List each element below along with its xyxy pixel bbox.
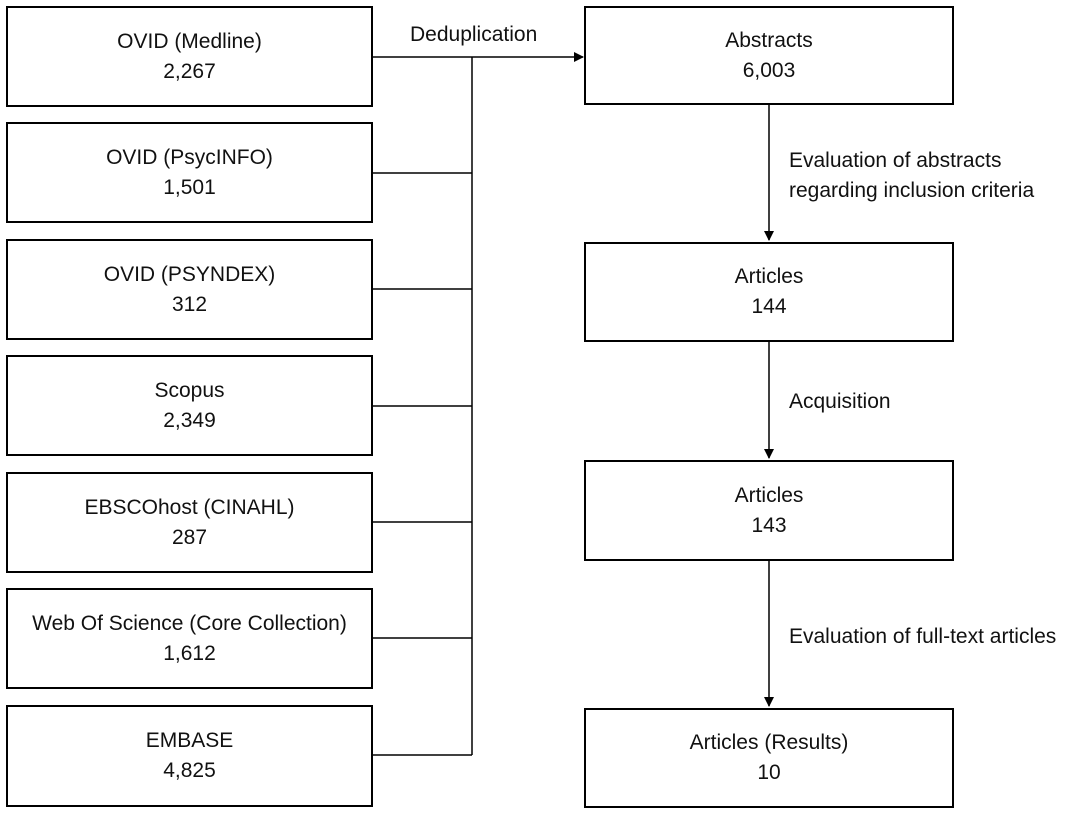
source-name: Scopus (154, 378, 225, 402)
step-count: 6,003 (742, 58, 796, 82)
source-box-medline: OVID (Medline) 2,267 (6, 6, 373, 107)
source-count: 4,825 (163, 759, 216, 782)
source-count: 2,349 (163, 408, 216, 432)
step-count: 143 (751, 513, 787, 537)
source-count: 2,267 (163, 59, 216, 83)
source-box-psyndex: OVID (PSYNDEX) 312 (6, 239, 373, 340)
source-count: 312 (171, 292, 208, 316)
abstract-evaluation-label-line1: Evaluation of abstracts (789, 149, 1002, 172)
step-box-abstracts: Abstracts 6,003 (584, 6, 954, 105)
source-box-psycinfo: OVID (PsycINFO) 1,501 (6, 122, 373, 223)
source-box-embase: EMBASE 4,825 (6, 705, 373, 807)
source-name: OVID (Medline) (117, 29, 262, 53)
step-box-results: Articles (Results) 10 (584, 708, 954, 808)
step-name: Articles (Results) (689, 731, 849, 754)
step-box-articles-screened: Articles 144 (584, 242, 954, 342)
step-name: Articles (734, 265, 804, 288)
source-name: EMBASE (145, 729, 234, 752)
step-name: Abstracts (725, 28, 813, 52)
acquisition-label: Acquisition (789, 390, 891, 413)
source-name: Web Of Science (Core Collection) (32, 611, 347, 635)
step-count: 10 (757, 761, 781, 784)
source-count: 1,612 (163, 641, 216, 665)
source-box-cinahl: EBSCOhost (CINAHL) 287 (6, 472, 373, 573)
step-box-articles-acquired: Articles 143 (584, 460, 954, 561)
step-count: 144 (751, 295, 787, 318)
source-name: EBSCOhost (CINAHL) (84, 495, 295, 519)
source-box-scopus: Scopus 2,349 (6, 355, 373, 456)
source-name: OVID (PsycINFO) (106, 145, 273, 169)
fulltext-evaluation-label: Evaluation of full-text articles (789, 625, 1057, 648)
step-name: Articles (734, 483, 804, 507)
source-count: 1,501 (163, 175, 216, 199)
source-box-web-of-science: Web Of Science (Core Collection) 1,612 (6, 588, 373, 689)
deduplication-label: Deduplication (410, 23, 538, 46)
source-name: OVID (PSYNDEX) (103, 262, 276, 286)
source-count: 287 (171, 525, 208, 549)
abstract-evaluation-label-line2: regarding inclusion criteria (789, 179, 1035, 202)
